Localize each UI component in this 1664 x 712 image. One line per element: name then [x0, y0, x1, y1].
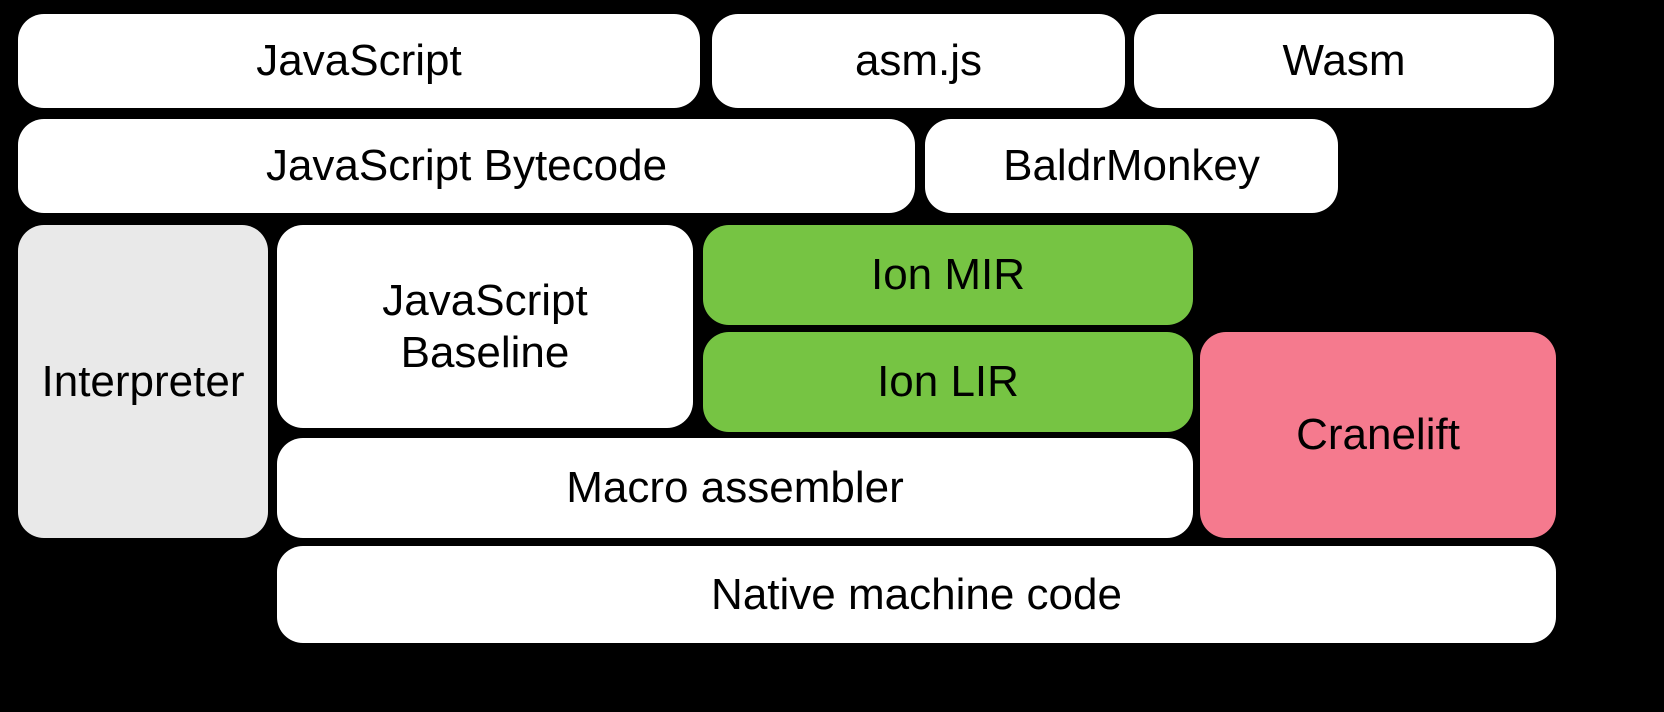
node-javascript: JavaScript	[18, 14, 700, 108]
node-label-macro-assembler: Macro assembler	[566, 463, 904, 513]
node-label-native-machine-code: Native machine code	[711, 569, 1122, 619]
node-wasm: Wasm	[1134, 14, 1554, 108]
node-cranelift: Cranelift	[1200, 332, 1556, 538]
node-label-ion-lir: Ion LIR	[877, 357, 1019, 407]
node-label-cranelift: Cranelift	[1296, 410, 1460, 460]
node-label-javascript: JavaScript	[256, 36, 462, 86]
node-baldrmonkey: BaldrMonkey	[925, 119, 1338, 213]
node-label-interpreter: Interpreter	[41, 356, 245, 406]
node-ion-lir: Ion LIR	[703, 332, 1193, 432]
node-label-wasm: Wasm	[1282, 36, 1406, 86]
node-label-ion-mir: Ion MIR	[870, 250, 1026, 300]
node-asm-js: asm.js	[712, 14, 1125, 108]
node-javascript-bytecode: JavaScript Bytecode	[18, 119, 915, 213]
node-label-asm-js: asm.js	[854, 36, 983, 86]
node-native-machine-code: Native machine code	[277, 546, 1556, 643]
node-ion-mir: Ion MIR	[703, 225, 1193, 325]
node-label-javascript-bytecode: JavaScript Bytecode	[265, 141, 668, 191]
node-javascript-baseline: JavaScript Baseline	[277, 225, 693, 428]
node-label-baldrmonkey: BaldrMonkey	[1003, 141, 1260, 191]
node-macro-assembler: Macro assembler	[277, 438, 1193, 538]
node-label-javascript-baseline: JavaScript Baseline	[382, 275, 588, 377]
node-interpreter: Interpreter	[18, 225, 268, 538]
